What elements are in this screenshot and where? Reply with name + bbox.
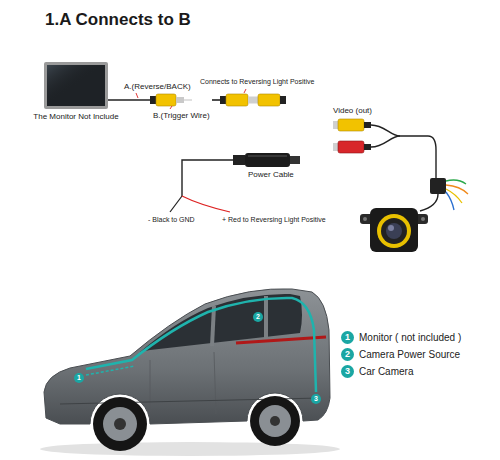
monitor-node: The Monitor Not Include xyxy=(28,58,124,121)
wire-note: Connects to Reversing Light Positive xyxy=(200,78,314,86)
pointer-line xyxy=(170,106,172,109)
wire-label: B.(Trigger Wire) xyxy=(153,111,210,120)
callout-number: 1 xyxy=(74,373,84,383)
rca-pair xyxy=(212,94,286,106)
power-wire xyxy=(182,160,233,196)
plug-label: Power Cable xyxy=(248,170,294,179)
dc-plug xyxy=(233,153,300,167)
plug-label: Video (out) xyxy=(333,106,372,115)
camera-cable xyxy=(371,125,438,211)
ground-lead xyxy=(170,196,182,212)
callout-number: 3 xyxy=(311,394,321,404)
monitor-wire xyxy=(108,99,150,101)
car-illustration xyxy=(40,289,340,456)
legend-swatch: 3 xyxy=(341,365,354,378)
callout-number: 2 xyxy=(341,348,354,361)
legend-text: Car Camera xyxy=(359,366,413,378)
callout-number: 1 xyxy=(341,331,354,344)
video-plug xyxy=(333,119,371,131)
cable-box xyxy=(430,178,446,194)
pointer-line xyxy=(244,89,246,93)
monitor-screen xyxy=(44,62,108,109)
lead-label: - Black to GND xyxy=(148,216,195,224)
callout-number: 3 xyxy=(341,365,354,378)
wire-label: A.(Reverse/BACK) xyxy=(124,82,191,91)
legend-text: Camera Power Source xyxy=(359,349,460,361)
lead-label: + Red to Reversing Light Positive xyxy=(222,216,326,224)
positive-lead xyxy=(182,196,230,212)
node-caption: The Monitor Not Include xyxy=(32,112,120,121)
loop-wires xyxy=(446,180,468,210)
pointer-line xyxy=(136,93,138,98)
legend-text: Monitor ( not included ) xyxy=(359,332,461,344)
diagram-title: 1.A Connects to B xyxy=(45,10,191,30)
legend-swatch: 1 xyxy=(341,331,354,344)
callout-number: 2 xyxy=(253,312,263,322)
car-camera xyxy=(360,208,428,252)
rca-plug xyxy=(150,94,192,106)
legend-swatch: 2 xyxy=(341,348,354,361)
power-plug xyxy=(333,141,371,153)
